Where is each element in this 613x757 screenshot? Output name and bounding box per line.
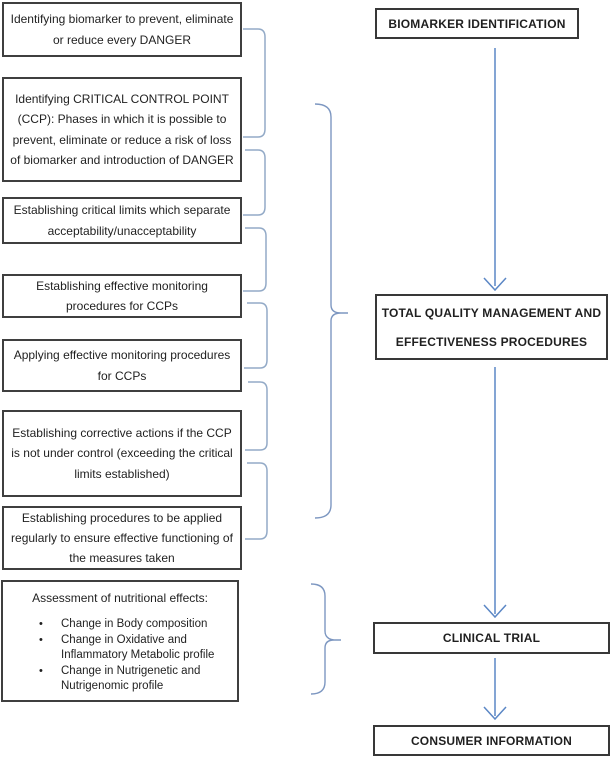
step-box-identify-biomarker: Identifying biomarker to prevent, elimin… — [2, 2, 242, 57]
node-label: CONSUMER INFORMATION — [410, 733, 573, 748]
step-text: Establishing effective monitoring proced… — [36, 278, 208, 313]
step-text: Establishing corrective actions if the C… — [11, 426, 233, 481]
arrow-biomarker-to-tqm — [483, 48, 507, 292]
bullet-icon: • — [39, 618, 43, 630]
bullet-text: Change in Body composition — [61, 618, 208, 630]
brace-steps-to-tqm — [314, 103, 348, 519]
node-label: CLINICAL TRIAL — [442, 631, 541, 645]
node-biomarker-identification: BIOMARKER IDENTIFICATION — [375, 8, 579, 39]
assessment-bullet-item: • Change in Body composition — [39, 617, 237, 632]
bracket-step5-step6 — [245, 381, 268, 451]
brace-assessment-to-clinical — [310, 583, 341, 695]
assessment-title: Assessment of nutritional effects: — [32, 591, 208, 605]
assessment-bullet-item: • Change in Nutrigenetic and Nutrigenomi… — [39, 664, 237, 694]
bracket-step2-step3 — [243, 149, 266, 216]
node-total-quality-management: TOTAL QUALITY MANAGEMENT AND EFFECTIVENE… — [375, 294, 608, 360]
step-text: Establishing procedures to be applied re… — [11, 510, 233, 566]
bullet-text: Change in Nutrigenetic and Nutrigenomic … — [61, 665, 201, 692]
step-box-establish-monitoring: Establishing effective monitoring proced… — [2, 274, 242, 318]
step-box-corrective-actions: Establishing corrective actions if the C… — [2, 410, 242, 497]
node-label-line1: TOTAL QUALITY MANAGEMENT AND — [381, 305, 602, 320]
step-box-verification-procedures: Establishing procedures to be applied re… — [2, 506, 242, 570]
step-text: Identifying CRITICAL CONTROL POINT (CCP)… — [10, 92, 234, 167]
step-box-identify-ccp: Identifying CRITICAL CONTROL POINT (CCP)… — [2, 77, 242, 182]
bullet-icon: • — [39, 665, 43, 677]
node-label-line2: EFFECTIVENESS PROCEDURES — [395, 334, 588, 349]
bracket-step6-step7 — [245, 462, 268, 540]
step-text: Applying effective monitoring procedures… — [13, 348, 231, 383]
assessment-bullet-item: • Change in Oxidative and Inflammatory M… — [39, 633, 237, 663]
arrow-tqm-to-clinical — [483, 367, 507, 619]
bracket-step1-step2 — [243, 28, 266, 138]
step-text: Identifying biomarker to prevent, elimin… — [10, 12, 234, 47]
bullet-text: Change in Oxidative and Inflammatory Met… — [61, 634, 215, 661]
bullet-icon: • — [39, 634, 43, 646]
assessment-box: Assessment of nutritional effects: • Cha… — [1, 580, 239, 702]
node-clinical-trial: CLINICAL TRIAL — [373, 622, 610, 654]
step-text: Establishing critical limits which separ… — [13, 203, 231, 238]
node-consumer-information: CONSUMER INFORMATION — [373, 725, 610, 756]
step-box-apply-monitoring: Applying effective monitoring procedures… — [2, 339, 242, 392]
bracket-step4-step5 — [244, 302, 268, 369]
arrow-clinical-to-consumer — [483, 658, 507, 721]
step-box-critical-limits: Establishing critical limits which separ… — [2, 197, 242, 244]
bracket-step3-step4 — [243, 227, 267, 292]
node-label: BIOMARKER IDENTIFICATION — [388, 16, 566, 31]
